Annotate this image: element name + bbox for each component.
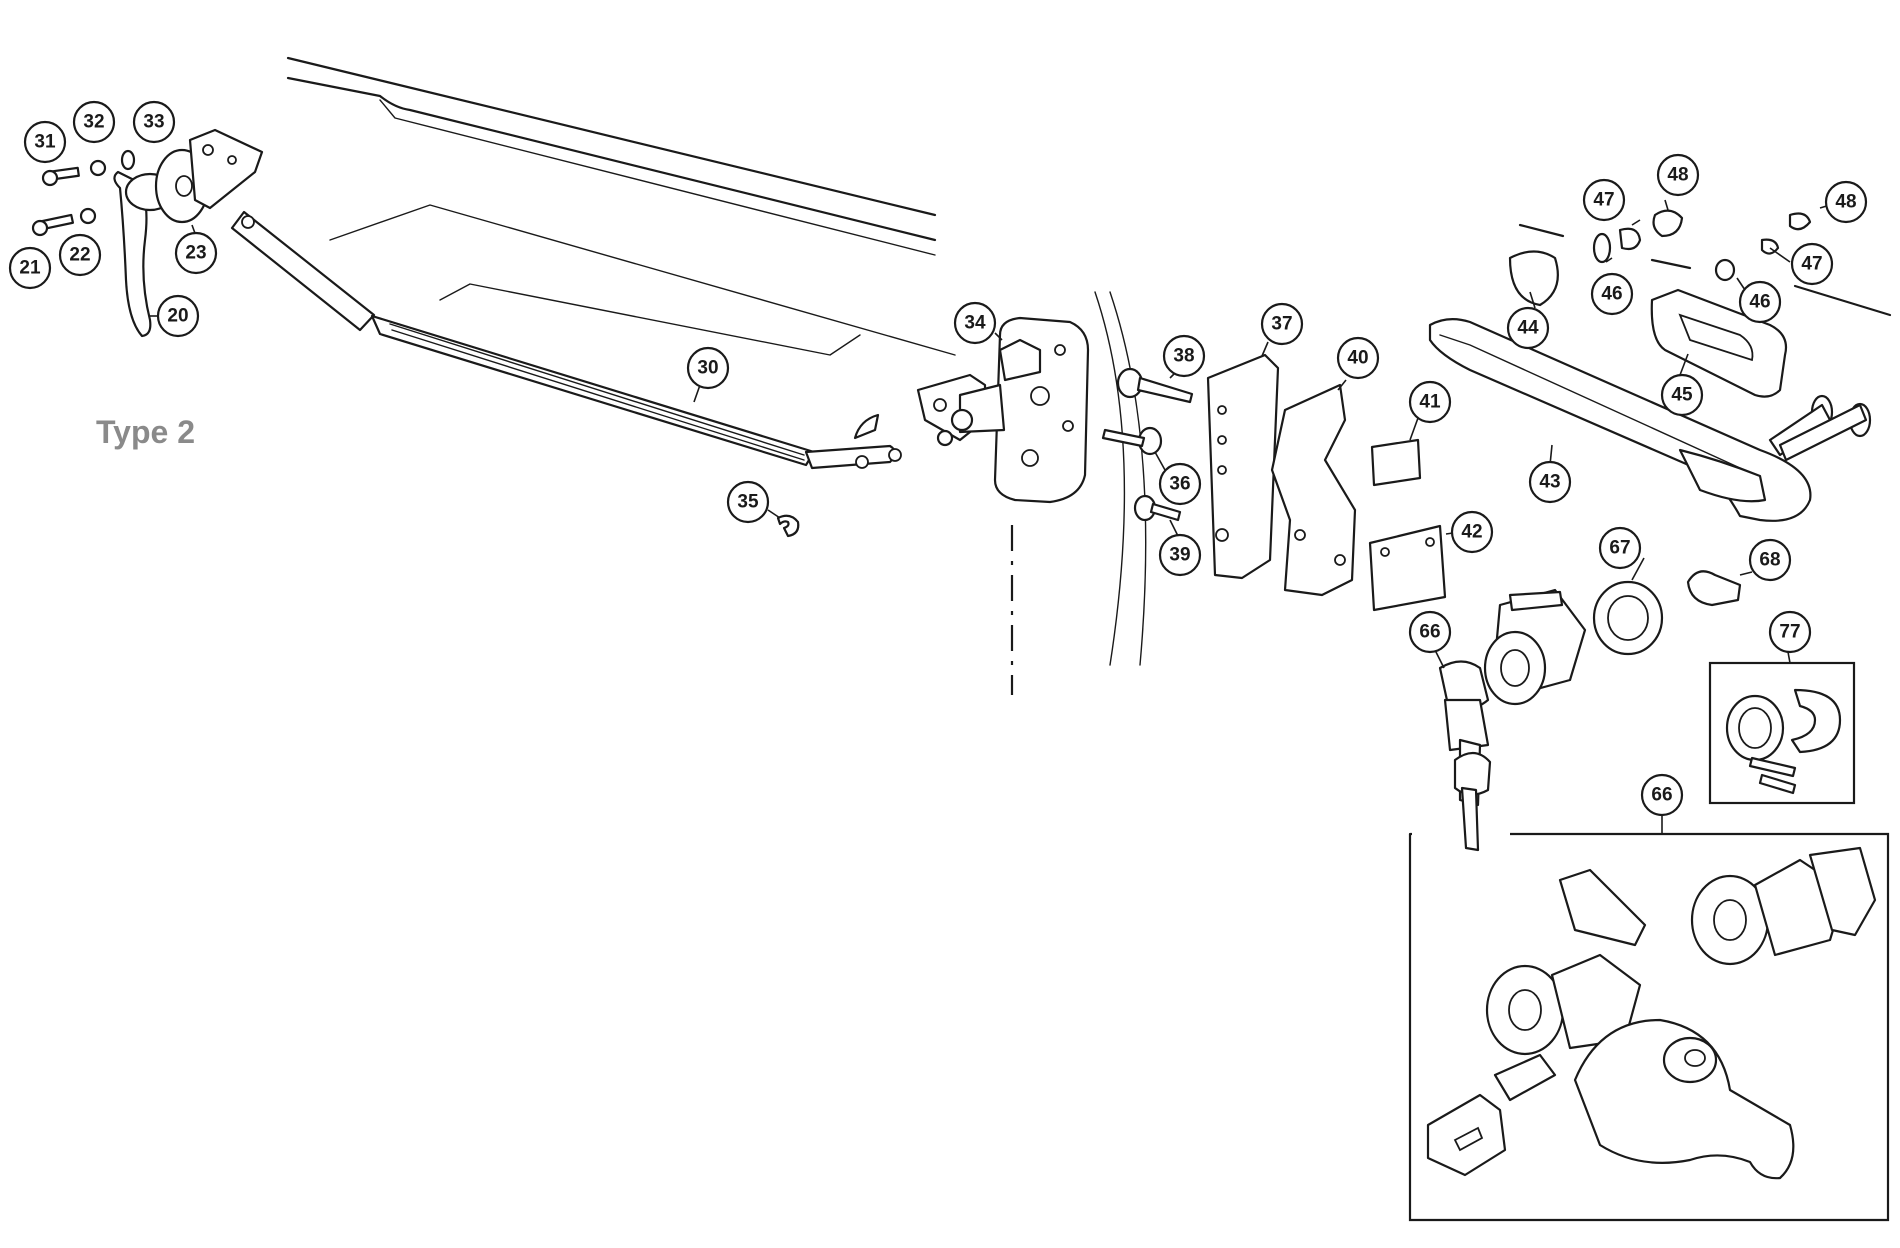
- callout-22: 22: [58, 233, 102, 277]
- svg-text:46: 46: [1601, 284, 1622, 305]
- svg-text:67: 67: [1609, 538, 1630, 559]
- callout-45: 45: [1660, 373, 1704, 417]
- callout-44: 44: [1506, 306, 1550, 350]
- callout-38: 38: [1162, 334, 1206, 378]
- callout-40: 40: [1336, 336, 1380, 380]
- svg-text:21: 21: [19, 258, 41, 279]
- callout-30: 30: [686, 346, 730, 390]
- callout-48b: 48: [1824, 180, 1868, 224]
- door-lock-mechanism: [916, 316, 1090, 504]
- callout-42: 42: [1450, 510, 1494, 554]
- callout-47b: 47: [1790, 242, 1834, 286]
- packing-shims: [1368, 438, 1447, 612]
- lock-retainer-kit-box: [1708, 661, 1856, 805]
- door-outline: [286, 56, 1147, 695]
- callout-47a: 47: [1582, 178, 1626, 222]
- svg-text:34: 34: [964, 313, 986, 334]
- svg-text:48: 48: [1835, 192, 1856, 213]
- inner-handle-assembly: [113, 128, 376, 338]
- lock-screws: [1101, 367, 1194, 522]
- svg-text:37: 37: [1271, 314, 1292, 335]
- svg-text:45: 45: [1671, 385, 1693, 406]
- callout-21: 21: [8, 246, 52, 290]
- svg-text:68: 68: [1759, 550, 1780, 571]
- svg-text:22: 22: [69, 245, 90, 266]
- callout-67: 67: [1598, 526, 1642, 570]
- svg-text:39: 39: [1169, 545, 1190, 566]
- exterior-handle-assembly: [1428, 223, 1892, 522]
- callout-37: 37: [1260, 302, 1304, 346]
- svg-text:23: 23: [185, 243, 206, 264]
- svg-text:20: 20: [167, 306, 188, 327]
- svg-text:40: 40: [1347, 348, 1368, 369]
- svg-text:43: 43: [1539, 472, 1560, 493]
- svg-text:42: 42: [1461, 522, 1482, 543]
- svg-text:47: 47: [1593, 190, 1614, 211]
- callout-46a: 46: [1590, 272, 1634, 316]
- callout-33: 33: [132, 100, 176, 144]
- svg-text:33: 33: [143, 112, 164, 133]
- remote-control-rod: [370, 314, 902, 470]
- callout-32: 32: [72, 100, 116, 144]
- small-fasteners: [31, 149, 136, 237]
- callout-34: 34: [953, 301, 997, 345]
- callout-48a: 48: [1656, 153, 1700, 197]
- diagram-type-label: Type 2: [96, 414, 195, 450]
- lock-barrel-with-keys: [1438, 588, 1587, 852]
- svg-text:31: 31: [34, 132, 56, 153]
- svg-text:35: 35: [737, 492, 759, 513]
- svg-text:48: 48: [1667, 165, 1688, 186]
- handle-seals: [1592, 209, 1812, 282]
- callout-68: 68: [1748, 538, 1792, 582]
- callout-23: 23: [174, 231, 218, 275]
- alternative-lock-box: [1408, 832, 1890, 1222]
- svg-text:41: 41: [1419, 392, 1441, 413]
- callout-77: 77: [1768, 610, 1812, 654]
- lock-ring-and-boot: [1592, 570, 1742, 656]
- svg-text:66: 66: [1651, 785, 1672, 806]
- leader-lines: [150, 199, 1831, 834]
- svg-text:77: 77: [1779, 622, 1800, 643]
- callout-43: 43: [1528, 460, 1572, 504]
- svg-text:32: 32: [83, 112, 104, 133]
- svg-text:44: 44: [1517, 318, 1539, 339]
- callout-36: 36: [1158, 462, 1202, 506]
- svg-text:47: 47: [1801, 254, 1822, 275]
- spring-clip: [776, 514, 800, 538]
- svg-text:38: 38: [1173, 346, 1194, 367]
- svg-text:46: 46: [1749, 292, 1770, 313]
- callout-20: 20: [156, 294, 200, 338]
- striker-plates: [1206, 353, 1357, 597]
- callout-41: 41: [1408, 380, 1452, 424]
- callout-66b: 66: [1640, 773, 1684, 817]
- callout-39: 39: [1158, 533, 1202, 577]
- callout-31: 31: [23, 120, 67, 164]
- svg-text:30: 30: [697, 358, 718, 379]
- callout-46b: 46: [1738, 280, 1782, 324]
- callout-35: 35: [726, 480, 770, 524]
- svg-text:66: 66: [1419, 622, 1440, 643]
- callout-66a: 66: [1408, 610, 1452, 654]
- svg-text:36: 36: [1169, 474, 1190, 495]
